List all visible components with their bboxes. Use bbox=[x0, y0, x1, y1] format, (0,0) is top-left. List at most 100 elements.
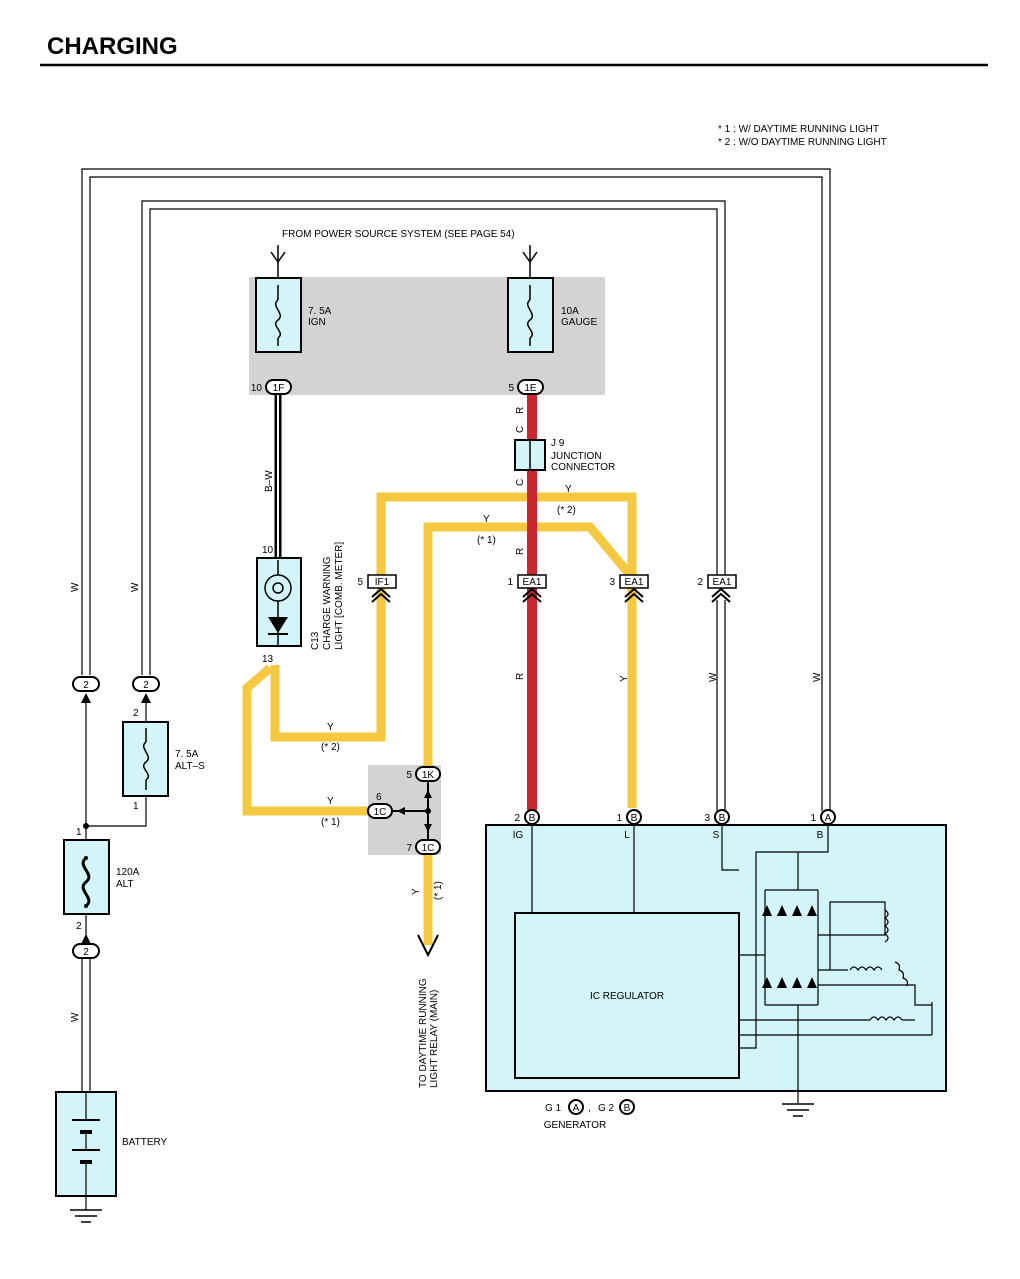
gen-terminal-s-letter: B bbox=[719, 813, 726, 824]
pin-alt-1: 1 bbox=[76, 827, 82, 838]
wire-label-y-low1-s: (* 2) bbox=[321, 742, 340, 753]
meter-line1: CHARGE WARNING bbox=[322, 556, 333, 650]
gen-conn1-letter: A bbox=[573, 1103, 580, 1114]
wire-label-y-s1: (* 1) bbox=[477, 535, 496, 546]
wire-label-y-s2: (* 2) bbox=[557, 505, 576, 516]
connector-if1 bbox=[367, 574, 397, 603]
wire-label-c2: C bbox=[515, 479, 526, 486]
generator-internal-wiring bbox=[531, 825, 933, 1103]
gen-term-b: B bbox=[817, 830, 824, 841]
fuse-gauge-name: GAUGE bbox=[561, 317, 597, 328]
pin-1f: 10 bbox=[251, 383, 263, 394]
connector-ea1-1-label: EA1 bbox=[523, 577, 542, 588]
battery bbox=[55, 1091, 117, 1223]
pin-if1: 5 bbox=[357, 577, 363, 588]
pin-ea1-3: 3 bbox=[609, 577, 615, 588]
pin-gen-s: 3 bbox=[704, 813, 710, 824]
fuse-alt-s bbox=[122, 721, 169, 797]
connector-1c-side-label: 1C bbox=[374, 807, 387, 818]
pin-alts-2: 2 bbox=[133, 708, 139, 719]
pin-meter-10: 10 bbox=[262, 545, 274, 556]
meter-line2: LIGHT [COMB. METER] bbox=[334, 542, 345, 650]
stator-coils bbox=[849, 909, 915, 1022]
w-wire-inner bbox=[141, 200, 726, 811]
connector-1e bbox=[517, 379, 544, 395]
alt-top-arrow bbox=[81, 693, 91, 703]
connector-alt-bot-label: 2 bbox=[83, 947, 89, 958]
wire-label-y-out: Y bbox=[411, 888, 422, 895]
fuse-gauge-rating: 10A bbox=[561, 306, 579, 317]
battery-label: BATTERY bbox=[122, 1137, 168, 1148]
connector-1c-bottom-label: 1C bbox=[422, 843, 435, 854]
gen-conn1-circle bbox=[568, 1099, 584, 1115]
junction-block-lines bbox=[390, 780, 432, 840]
pin-1e: 5 bbox=[508, 383, 514, 394]
wire-label-w-ea1: W bbox=[708, 672, 719, 682]
daytime-relay-line2: LIGHT RELAY (MAIN) bbox=[429, 990, 440, 1088]
generator-label: GENERATOR bbox=[544, 1120, 606, 1131]
wire-label-bw: B–W bbox=[264, 470, 275, 492]
connector-alts-top-label: 2 bbox=[143, 680, 149, 691]
fuse-ign bbox=[255, 277, 302, 353]
connector-alt-top-label: 2 bbox=[83, 680, 89, 691]
pin-gen-ig: 2 bbox=[514, 813, 520, 824]
wire-label-y-low1: Y bbox=[327, 722, 334, 733]
pin-gen-b: 1 bbox=[810, 813, 816, 824]
connector-ea1-2-label: EA1 bbox=[713, 577, 732, 588]
pin-gen-l: 1 bbox=[616, 813, 622, 824]
pin-ea1-2: 2 bbox=[697, 577, 703, 588]
pin-1c-7: 7 bbox=[406, 843, 412, 854]
connector-1c-bottom bbox=[415, 839, 441, 855]
gen-terminal-ig-letter: B bbox=[529, 813, 536, 824]
connector-1f bbox=[265, 379, 292, 395]
fuse-alt-rating: 120A bbox=[116, 867, 140, 878]
gen-conn1: G 1 bbox=[545, 1103, 562, 1114]
pin-meter-13: 13 bbox=[262, 654, 274, 665]
wire-label-y-low2-s: (* 1) bbox=[321, 817, 340, 828]
generator-ground bbox=[782, 1103, 814, 1117]
wire-label-y-mid: Y bbox=[483, 514, 490, 525]
connector-1f-label: 1F bbox=[273, 383, 285, 394]
connector-1k-label: 1K bbox=[422, 770, 435, 781]
connector-1e-label: 1E bbox=[524, 383, 537, 394]
wire-label-y-ea1: Y bbox=[619, 675, 630, 682]
wire-label-y-low2: Y bbox=[327, 796, 334, 807]
daytime-relay-line1: TO DAYTIME RUNNING bbox=[418, 978, 429, 1088]
charge-warning-light bbox=[256, 557, 302, 647]
pin-alt-2: 2 bbox=[76, 921, 82, 932]
fuse-gauge bbox=[507, 277, 554, 353]
fuse-alt bbox=[63, 839, 110, 915]
connector-alt-bot bbox=[72, 943, 100, 959]
gen-conn2-circle bbox=[619, 1099, 635, 1115]
wire-label-y-top: Y bbox=[565, 484, 572, 495]
wire-label-r3: R bbox=[515, 673, 526, 680]
pin-1c-6: 6 bbox=[376, 792, 382, 803]
alt-junction-dot bbox=[83, 823, 89, 829]
connector-1k bbox=[415, 766, 441, 782]
fuse-ign-name: IGN bbox=[308, 317, 326, 328]
gen-term-ig: IG bbox=[513, 830, 524, 841]
gen-conn2-letter: B bbox=[624, 1103, 631, 1114]
gen-conn-sep: , bbox=[588, 1103, 591, 1114]
note-1: * 1 : W/ DAYTIME RUNNING LIGHT bbox=[718, 124, 879, 135]
meter-id: C13 bbox=[310, 631, 321, 650]
wire-label-r1: R bbox=[515, 407, 526, 414]
fuse-ign-rating: 7. 5A bbox=[308, 306, 332, 317]
fuse-alt-name: ALT bbox=[116, 879, 134, 890]
junction-line1: JUNCTION bbox=[551, 451, 602, 462]
pin-alts-1: 1 bbox=[133, 801, 139, 812]
connector-1c-side bbox=[367, 803, 393, 819]
pin-1k: 5 bbox=[406, 770, 412, 781]
power-source-label: FROM POWER SOURCE SYSTEM (SEE PAGE 54) bbox=[282, 229, 515, 240]
fuse-alts-rating: 7. 5A bbox=[175, 749, 199, 760]
wire-label-w-right: W bbox=[812, 672, 823, 682]
connector-alts-top bbox=[132, 676, 160, 692]
gen-terminal-l-letter: B bbox=[631, 813, 638, 824]
gen-term-l: L bbox=[624, 830, 630, 841]
connector-alt-top bbox=[72, 676, 100, 692]
ic-regulator-label: IC REGULATOR bbox=[590, 991, 664, 1002]
page-title: CHARGING bbox=[47, 33, 178, 60]
connector-if1-label: IF1 bbox=[375, 577, 390, 588]
junction-id: J 9 bbox=[551, 438, 565, 449]
connector-ea1-2 bbox=[707, 574, 737, 603]
